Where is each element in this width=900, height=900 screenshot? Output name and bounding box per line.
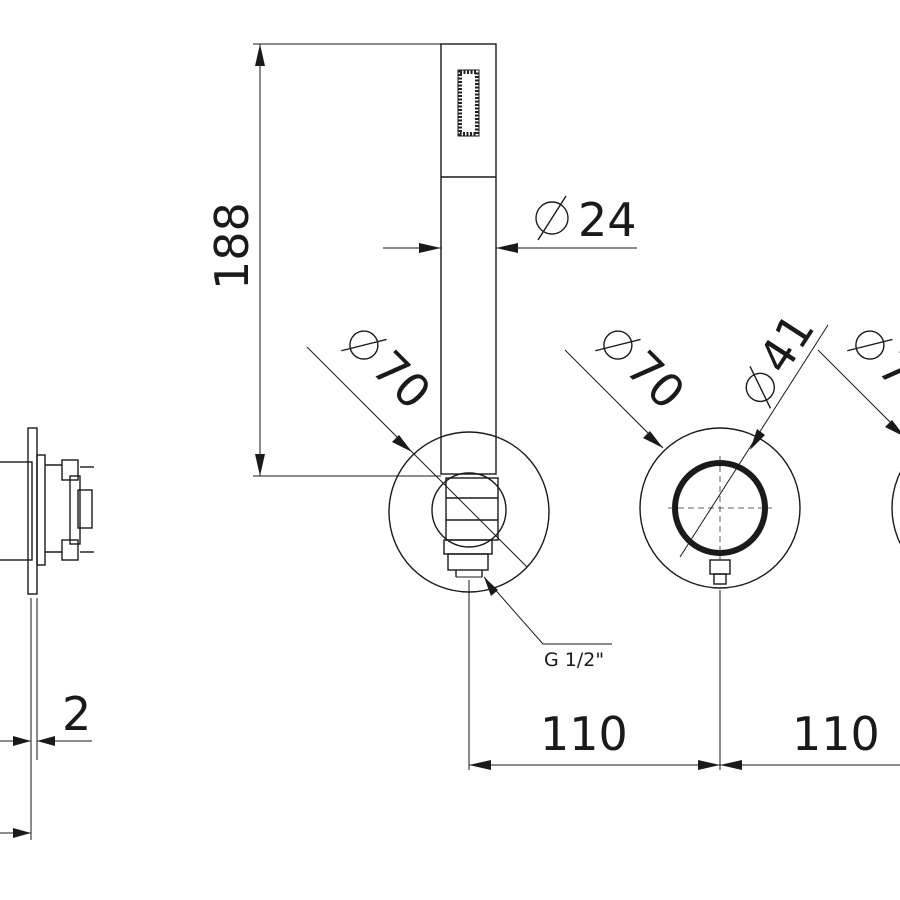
dim-middle-plate-diameter-value: 70 <box>616 340 696 420</box>
dim-depth <box>0 828 31 838</box>
diameter-symbol-icon <box>595 330 641 360</box>
diameter-symbol-icon <box>847 330 893 360</box>
dim-right-plate-diameter-value: 70 <box>868 340 900 420</box>
thread-label: G 1/2" <box>544 649 604 671</box>
dim-wall-gap: 2 <box>0 687 92 746</box>
diameter-symbol-icon <box>745 366 775 409</box>
right-wall-plate <box>891 471 900 545</box>
left-wall-plate <box>388 431 550 770</box>
dim-spacing: 110 110 <box>469 707 900 770</box>
dim-spacing-left-value: 110 <box>540 707 628 761</box>
diameter-symbol-icon <box>535 195 569 241</box>
dim-middle-plate-diameter: 70 <box>564 330 696 449</box>
dim-handset-length-value: 188 <box>205 202 259 290</box>
dim-left-plate-diameter: 70 <box>306 330 528 568</box>
dim-handset-diameter-value: 24 <box>578 193 637 247</box>
dim-left-plate-diameter-value: 70 <box>362 340 442 420</box>
dim-wall-gap-value: 2 <box>62 687 91 741</box>
side-view <box>0 427 94 840</box>
dim-handset-diameter: 24 <box>383 193 637 253</box>
dim-spacing-right-value: 110 <box>792 707 880 761</box>
spray-grid <box>457 69 480 137</box>
middle-wall-plate <box>639 427 801 770</box>
diameter-symbol-icon <box>341 330 387 360</box>
hand-shower <box>440 43 497 475</box>
thread-callout: G 1/2" <box>483 576 612 671</box>
dim-handset-length: 188 <box>205 43 441 477</box>
dim-knob-diameter-value: 41 <box>748 304 825 383</box>
dim-right-plate-diameter: 70 <box>817 330 900 435</box>
